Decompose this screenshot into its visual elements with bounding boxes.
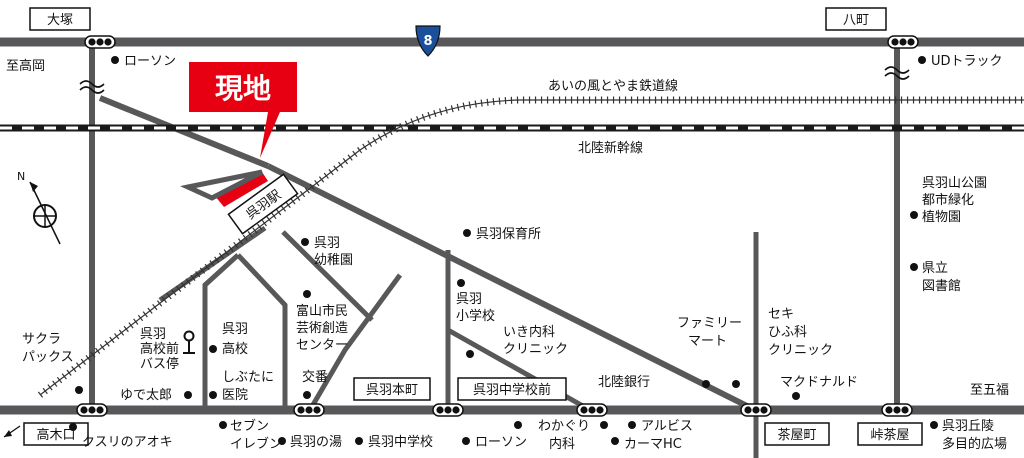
svg-text:大塚: 大塚 — [47, 13, 73, 28]
signal-honmachi-icon — [432, 403, 464, 417]
landmark-park: 呉羽山公園 都市緑化 植物園 — [922, 176, 991, 225]
landmark-yude-taro: ゆで太郎 — [120, 388, 172, 403]
landmark-seki-clinic: セキ ひふ科 クリニック — [768, 307, 833, 358]
signal-togeochaya-icon — [881, 403, 913, 417]
landmark-albis: アルビス — [641, 419, 693, 434]
direction-gofuku: 至五福 — [970, 383, 1009, 398]
svg-text:八町: 八町 — [843, 13, 869, 28]
landmark-wakaguri: わかぐり 内科 — [538, 419, 594, 452]
svg-text:呉羽本町: 呉羽本町 — [366, 383, 418, 398]
svg-text:茶屋町: 茶屋町 — [777, 427, 816, 443]
roads — [0, 37, 1024, 458]
signal-hachimachi-icon — [887, 35, 919, 49]
landmark-sakura-packs: サクラ パックス — [22, 332, 74, 365]
landmark-kureha-shougakkou: 呉羽 小学校 — [456, 292, 495, 324]
landmark-hokuriku-bank: 北陸銀行 — [598, 374, 650, 390]
landmark-kureha-koukou: 呉羽 高校 — [222, 322, 252, 357]
landmark-kusuri-aoki: クスリのアオキ — [82, 435, 173, 450]
road-d — [307, 273, 403, 412]
landmark-lawson-top: ローソン — [124, 54, 176, 69]
landmark-seven-eleven: セブン イレブン — [230, 418, 282, 452]
site-area — [215, 172, 268, 207]
svg-text:呉羽中学校前: 呉羽中学校前 — [473, 382, 551, 398]
bus-stop-icon — [183, 330, 195, 354]
landmark-kouban: 交番 — [302, 369, 328, 385]
diagonal-road-west — [98, 95, 270, 169]
site-label: 現地 — [215, 72, 271, 105]
road-break-marks — [79, 66, 910, 94]
landmark-ud-truck: UDトラック — [931, 54, 1003, 69]
svg-text:峠茶屋: 峠茶屋 — [870, 427, 909, 443]
landmark-shibutani: しぶたに 医院 — [222, 370, 278, 403]
road-c — [281, 230, 374, 322]
landmark-kureha-kyuuryou: 呉羽丘陵 多目的広場 — [942, 419, 1007, 452]
signal-chayamachi-icon — [740, 403, 772, 417]
signal-chuugakkou-icon — [576, 403, 608, 417]
landmark-mcdonalds: マクドナルド — [780, 375, 858, 390]
intersection-kurehachuugakkoumae: 呉羽中学校前 — [457, 377, 567, 401]
direction-takaoka: 至高岡 — [6, 58, 45, 74]
arrow-left-icon — [3, 425, 21, 438]
intersection-takakiguchi: 高木口 — [23, 422, 89, 446]
landmark-kureha-hoikusho: 呉羽保育所 — [476, 226, 541, 242]
landmark-dots — [69, 56, 938, 445]
road-a — [202, 253, 240, 410]
landmark-iki-clinic: いき内科 クリニック — [503, 324, 568, 357]
landmark-family-mart: ファミリー マート — [677, 316, 746, 349]
intersection-kurehahonmachi: 呉羽本町 — [353, 377, 431, 401]
intersection-togeochaya: 峠茶屋 — [857, 422, 923, 446]
signal-takakiguchi-icon — [76, 403, 108, 417]
landmark-kama-hc: カーマHC — [624, 437, 682, 452]
site-area-edge — [179, 169, 264, 201]
svg-text:高木口: 高木口 — [36, 427, 75, 443]
shinkansen-label: 北陸新幹線 — [578, 140, 643, 156]
landmark-lawson-bottom: ローソン — [475, 435, 527, 450]
road-b — [236, 253, 288, 410]
svg-text:N: N — [17, 170, 25, 183]
north-compass-icon: N — [17, 170, 61, 245]
site-callout: 現地 — [189, 62, 297, 158]
landmark-busstop: 呉羽 高校前 バス停 — [140, 327, 183, 372]
landmark-kureha-yu: 呉羽の湯 — [290, 435, 342, 450]
signal-seven-icon — [293, 403, 325, 417]
route-8-sign: 8 — [415, 25, 441, 57]
intersection-chayamachi: 茶屋町 — [764, 422, 830, 446]
intersection-hachimachi: 八町 — [825, 7, 887, 31]
landmark-kureha-youchien: 呉羽 幼稚園 — [314, 236, 353, 268]
landmark-library: 県立 図書館 — [922, 261, 961, 294]
intersection-otsuka: 大塚 — [29, 7, 91, 31]
landmark-toyama-art-center: 富山市民 芸術創造 センター — [296, 303, 352, 353]
route-number: 8 — [423, 34, 432, 49]
diagonal-main-road — [266, 163, 757, 413]
ainokaze-label: あいの風とやま鉄道線 — [548, 78, 678, 94]
signal-otsuka-icon — [84, 35, 116, 49]
landmark-kureha-chuugakkou: 呉羽中学校 — [368, 434, 433, 450]
ainokaze-line — [37, 96, 1024, 398]
